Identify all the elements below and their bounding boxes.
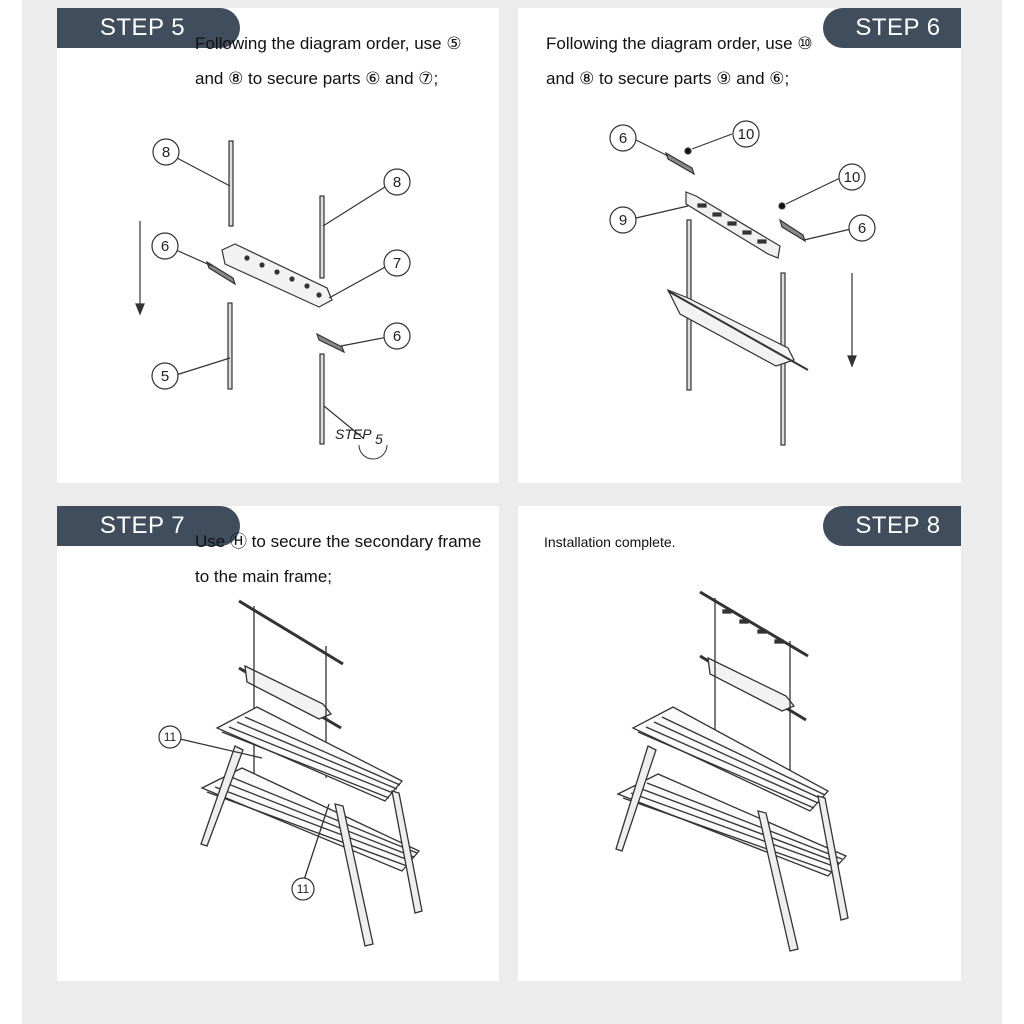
leg-back-right: [391, 790, 423, 914]
part-7-bracket: [221, 243, 333, 308]
callout-7: 7: [393, 255, 401, 272]
callout-8b: 8: [393, 174, 401, 191]
callout-10a: 10: [738, 126, 755, 143]
leg-front-right: [757, 810, 799, 952]
inline-step-number: 5: [375, 431, 383, 447]
step-5-line-1: Following the diagram order, use ⑤: [195, 34, 462, 53]
step-7-line-1: Use Ⓗ to secure the secondary frame: [195, 532, 482, 551]
step-6-instruction: Following the diagram order, use ⑩ and ⑧…: [546, 26, 813, 96]
leg-back-right: [817, 795, 849, 921]
step-6-line-2: and ⑧ to secure parts ⑨ and ⑥;: [546, 69, 790, 88]
part-10-nut-b: [778, 202, 786, 210]
top-shelf: [631, 706, 830, 812]
step-5-badge: STEP 5: [57, 8, 240, 48]
leg-front-left: [615, 745, 657, 852]
step-7-diagram: 11 11: [158, 599, 423, 947]
step-8-panel: STEP 8 Installation complete.: [518, 506, 961, 981]
step-7-panel: STEP 7 Use Ⓗ to secure the secondary fra…: [57, 506, 499, 981]
inline-step-label: STEP: [335, 426, 372, 442]
step-7-line-2: to the main frame;: [195, 567, 333, 586]
callout-10b: 10: [844, 169, 861, 186]
pole-8-top-left: [228, 140, 234, 227]
callout-6b: 6: [858, 220, 866, 237]
leg-front-left: [200, 745, 244, 847]
callout-8a: 8: [162, 144, 170, 161]
part-6-left: [205, 260, 237, 286]
part-10-nut-a: [684, 147, 692, 155]
pole-5-bottom-right: [319, 353, 325, 445]
step-5-instruction: Following the diagram order, use ⑤ and ⑧…: [195, 26, 462, 96]
step-5-line-2: and ⑧ to secure parts ⑥ and ⑦;: [195, 69, 439, 88]
step-5-panel: STEP 5 Following the diagram order, use …: [57, 8, 499, 483]
callout-5: 5: [161, 368, 169, 385]
leg-front-right: [334, 803, 374, 947]
pole-5-bottom-left: [227, 302, 233, 390]
step-7-badge: STEP 7: [57, 506, 240, 546]
part-6-top: [664, 151, 696, 176]
callout-6b: 6: [393, 328, 401, 345]
step-6-diagram: 6 10 10 9 6: [609, 120, 876, 446]
callout-6a: 6: [619, 130, 627, 147]
step-8-diagram: [615, 590, 849, 952]
step-6-line-1: Following the diagram order, use ⑩: [546, 34, 813, 53]
callout-11a: 11: [164, 730, 177, 744]
callout-6a: 6: [161, 238, 169, 255]
step-8-line-1: Installation complete.: [544, 534, 676, 550]
step-8-badge: STEP 8: [823, 506, 961, 546]
step-8-instruction: Installation complete.: [544, 532, 676, 552]
callout-11b: 11: [297, 882, 310, 896]
pole-8-top-right: [319, 195, 325, 279]
step-5-diagram: 8 8 6 7 5 6 STEP 5: [135, 138, 411, 460]
part-6-right: [315, 332, 346, 354]
step-6-panel: STEP 6 Following the diagram order, use …: [518, 8, 961, 483]
part-6-right: [778, 218, 807, 243]
top-rack: [699, 590, 809, 658]
callout-9: 9: [619, 212, 627, 229]
step-6-badge: STEP 6: [823, 8, 961, 48]
step-7-instruction: Use Ⓗ to secure the secondary frame to t…: [195, 524, 481, 594]
